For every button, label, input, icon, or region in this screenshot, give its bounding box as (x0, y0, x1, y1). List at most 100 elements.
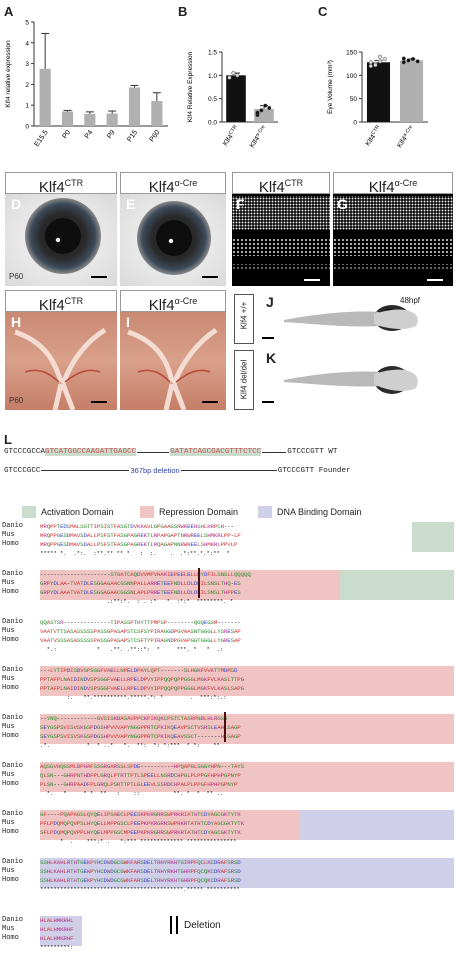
wt-seq-right: GTCCCGTT WT (287, 448, 338, 456)
panel-label-b: B (178, 4, 188, 19)
sequence-line: PLSN---GHRPAADFPLGRQLPSRTTPTLGLEEVLSSRDC… (40, 781, 238, 788)
bar (84, 113, 96, 126)
category-text: P9 (106, 129, 117, 140)
species-label: Danio (2, 714, 24, 722)
deletion-marker (224, 712, 226, 742)
panel-label-l: L (4, 432, 12, 447)
species-label: Mus (2, 723, 15, 731)
sequence-line: HLALHMKRHF (40, 935, 74, 942)
sequence-line: HLALHMKRHF (40, 926, 74, 933)
sequence-line: PPTAFPLNAIDINDVSPSGGFVAELLRPELDPVYIPPQQP… (40, 676, 244, 683)
panel-label-f: F (236, 196, 245, 212)
category-label: Klf4CTR (221, 124, 241, 147)
bar (366, 62, 391, 122)
domain-highlight (40, 916, 82, 946)
domain-highlight (40, 714, 454, 744)
domain-highlight (40, 810, 300, 840)
sequence-line: ---------------------STGATCAQDVVMPVHAKIE… (40, 571, 251, 578)
sequence-line: PPTAFPLNAIDINDVSPSGGFVAELLRPELDPVYIPPQQP… (40, 685, 244, 692)
bar (106, 113, 118, 126)
wt-sequence-line: GTCCCGCCA GTCATGGCCAAGATTGAGCC GATATCAGC… (4, 448, 337, 456)
domain-highlight (300, 810, 454, 840)
species-label: Homo (2, 934, 19, 942)
y-tick-label: 0 (353, 120, 357, 127)
sequence-line: MRQPPGESDMAVSDALLPSFSTFASGPAGREKTLRQAGAP… (40, 541, 238, 548)
species-label: Danio (2, 570, 24, 578)
y-tick-label: 0 (25, 124, 29, 131)
sequence-line: SEYGSPSVISVSKGSPDGSHPVVVAPYNGGPPRTCPKIKQ… (40, 733, 241, 740)
category-label: Klf4α-Cre (248, 124, 269, 149)
panel-label-c: C (318, 4, 328, 19)
sequence-line: PFLPDQMQPQVPSLHYQELLMPPGSCLPEEPKPKRGRRSW… (40, 820, 244, 827)
title-g: Klf4α-Cre (333, 172, 453, 196)
category-sup: α-Cre (254, 124, 266, 138)
y-axis-label: Klf4 Relative Expression (187, 51, 194, 122)
sequence-line: --YNQ------------GVSISKDASAVPPCKPIKQKCPS… (40, 715, 227, 722)
data-point (368, 63, 373, 69)
retina-layers-icon (333, 196, 453, 281)
deletion-gap-line (262, 451, 287, 453)
conservation-line: :. **.**********.*****.*: * . ***:*:.: (40, 694, 227, 701)
species-label: Danio (2, 762, 24, 770)
conservation-line: ****************************************… (40, 886, 240, 893)
data-point (267, 105, 272, 111)
sequence-line: MRQPPTEDSMALSGTTIPSISTFASGTDVKKAVLGPGAAG… (40, 523, 234, 530)
panel-label-g: G (337, 196, 348, 212)
data-point (377, 59, 383, 64)
species-label: Homo (2, 636, 19, 644)
sequence-line: GRPYDLAAATVATDLESGGAGAACGGSNLAPLPRRETEEF… (40, 589, 241, 596)
sequence-line: VAATVSSSASASSSSSPASSGPASAPSTCSFTYPIRAGND… (40, 637, 241, 644)
vessel-network-icon (127, 327, 218, 410)
category-label: P15 (126, 129, 139, 143)
data-point (368, 60, 373, 65)
panel-label-a: A (4, 4, 14, 19)
bar (61, 111, 74, 126)
data-point (231, 70, 236, 76)
category-label: P4 (84, 129, 95, 140)
deletion-size-label: 367bp deletion (130, 466, 180, 475)
species-label: Mus (2, 627, 15, 635)
photo-h-vasculature: H P60 (5, 312, 117, 410)
panel-label-e: E (126, 196, 136, 212)
category-text: P0 (61, 129, 72, 140)
age-label-h: P60 (9, 396, 24, 405)
deletion-legend-marker (170, 916, 172, 934)
panel-label-j: J (266, 294, 274, 310)
panel-label-h: H (11, 314, 22, 330)
domain-highlight (340, 570, 454, 600)
conservation-line: *. * * * ** : :: **. * * ** .. (40, 790, 234, 797)
repression-swatch (140, 506, 154, 518)
sequence-line: QLSN---GHRPNTHDFPLGRQLPTRTTPTLSPEELLNSRD… (40, 772, 241, 779)
category-label: P60 (149, 129, 162, 143)
data-point (401, 60, 406, 65)
data-point (227, 75, 232, 80)
species-label: Mus (2, 819, 15, 827)
y-tick-label: 1.0 (208, 73, 217, 80)
species-label: Homo (2, 588, 19, 596)
sequence-line: VAATVTTSASASSSSSPASSGPASAPSTCSFSYPIRAGGD… (40, 628, 241, 635)
data-point (410, 56, 416, 62)
legend-activation: Activation Domain (22, 506, 114, 518)
title-h: Klf4CTR (5, 290, 117, 314)
species-label: Homo (2, 684, 19, 692)
species-label: Mus (2, 867, 15, 875)
panel-label-d: D (11, 196, 22, 212)
y-tick-label: 2 (25, 82, 29, 89)
zebrafish-larva-icon (262, 305, 418, 339)
photo-i-vasculature: I (120, 312, 226, 410)
y-tick-label: 50 (350, 96, 358, 103)
title-e: Klf4α-Cre (120, 172, 226, 196)
sequence-line: GRPYDLAA-TVATDLESGGAGAACGSNNPALLARRETEEF… (40, 580, 241, 587)
eye-globe-icon (137, 201, 218, 278)
y-axis-label: Klf4 relative expression (5, 40, 12, 108)
deletion-line-left (41, 470, 130, 471)
deletion-legend: Deletion (170, 916, 221, 934)
photo-j-zebrafish: J 48hpf (254, 294, 452, 344)
wt-seq-guide1: GTCATGGCCAAGATTGAGCC (45, 448, 137, 456)
data-point (382, 56, 387, 62)
